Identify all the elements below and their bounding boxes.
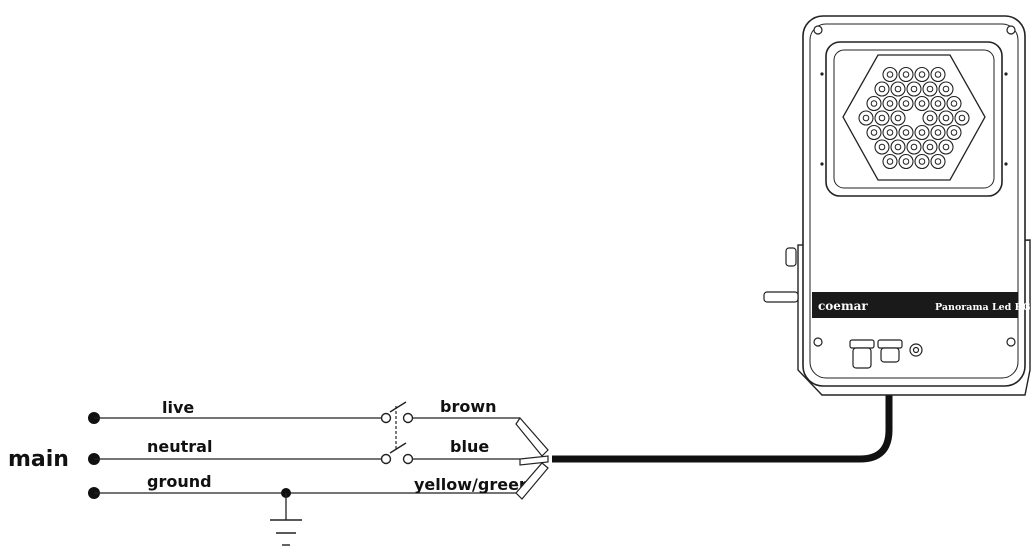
brand-strip <box>812 292 1018 318</box>
led-emitter <box>926 143 934 151</box>
led-emitter <box>918 100 926 107</box>
led-emitter <box>926 85 934 93</box>
led-emitter <box>918 71 926 78</box>
led-emitter <box>918 129 926 136</box>
brand-logo: coemar <box>818 299 868 313</box>
led-emitter <box>934 158 942 165</box>
led-emitter <box>886 129 894 136</box>
cable-glands <box>849 339 923 369</box>
led-emitter <box>886 71 894 78</box>
led-emitter <box>886 100 894 107</box>
led-emitter <box>958 114 966 122</box>
earth-ground-symbol <box>270 488 302 546</box>
led-emitter <box>894 85 902 93</box>
live-label: live <box>162 398 194 417</box>
led-emitter <box>950 129 958 136</box>
led-emitter <box>878 85 886 93</box>
led-emitter <box>910 143 918 151</box>
led-emitter <box>934 129 942 136</box>
led-emitter <box>942 85 950 93</box>
led-emitter <box>918 158 926 165</box>
led-emitter <box>870 129 878 136</box>
led-emitter <box>870 100 878 107</box>
led-emitter <box>886 158 894 165</box>
led-emitter <box>926 114 934 122</box>
led-emitter <box>878 114 886 122</box>
corner-screws <box>813 25 1016 347</box>
led-emitter <box>942 114 950 122</box>
led-emitter <box>950 100 958 107</box>
cable-junction <box>515 417 549 500</box>
main-label: main <box>8 447 69 472</box>
led-emitter <box>934 100 942 107</box>
bracket-knob <box>763 291 799 303</box>
led-emitter <box>902 71 910 78</box>
model-label: Panorama Led RGB <box>935 302 1034 313</box>
led-array <box>858 66 970 170</box>
led-emitter <box>902 100 910 107</box>
power-cable <box>552 358 893 463</box>
led-emitter <box>894 114 902 122</box>
yellow-green-label: yellow/green <box>414 475 530 494</box>
led-emitter <box>902 129 910 136</box>
double-pole-switch <box>380 401 414 465</box>
led-emitter <box>902 158 910 165</box>
neutral-label: neutral <box>147 437 212 456</box>
blue-label: blue <box>450 437 489 456</box>
led-emitter <box>894 143 902 151</box>
led-emitter <box>862 114 870 122</box>
ground-label: ground <box>147 472 212 491</box>
panorama-led-fixture: coemar Panorama Led RGB <box>763 15 1034 396</box>
led-emitter <box>942 143 950 151</box>
led-emitter <box>910 85 918 93</box>
led-emitter <box>878 143 886 151</box>
brown-label: brown <box>440 397 497 416</box>
led-emitter <box>934 71 942 78</box>
